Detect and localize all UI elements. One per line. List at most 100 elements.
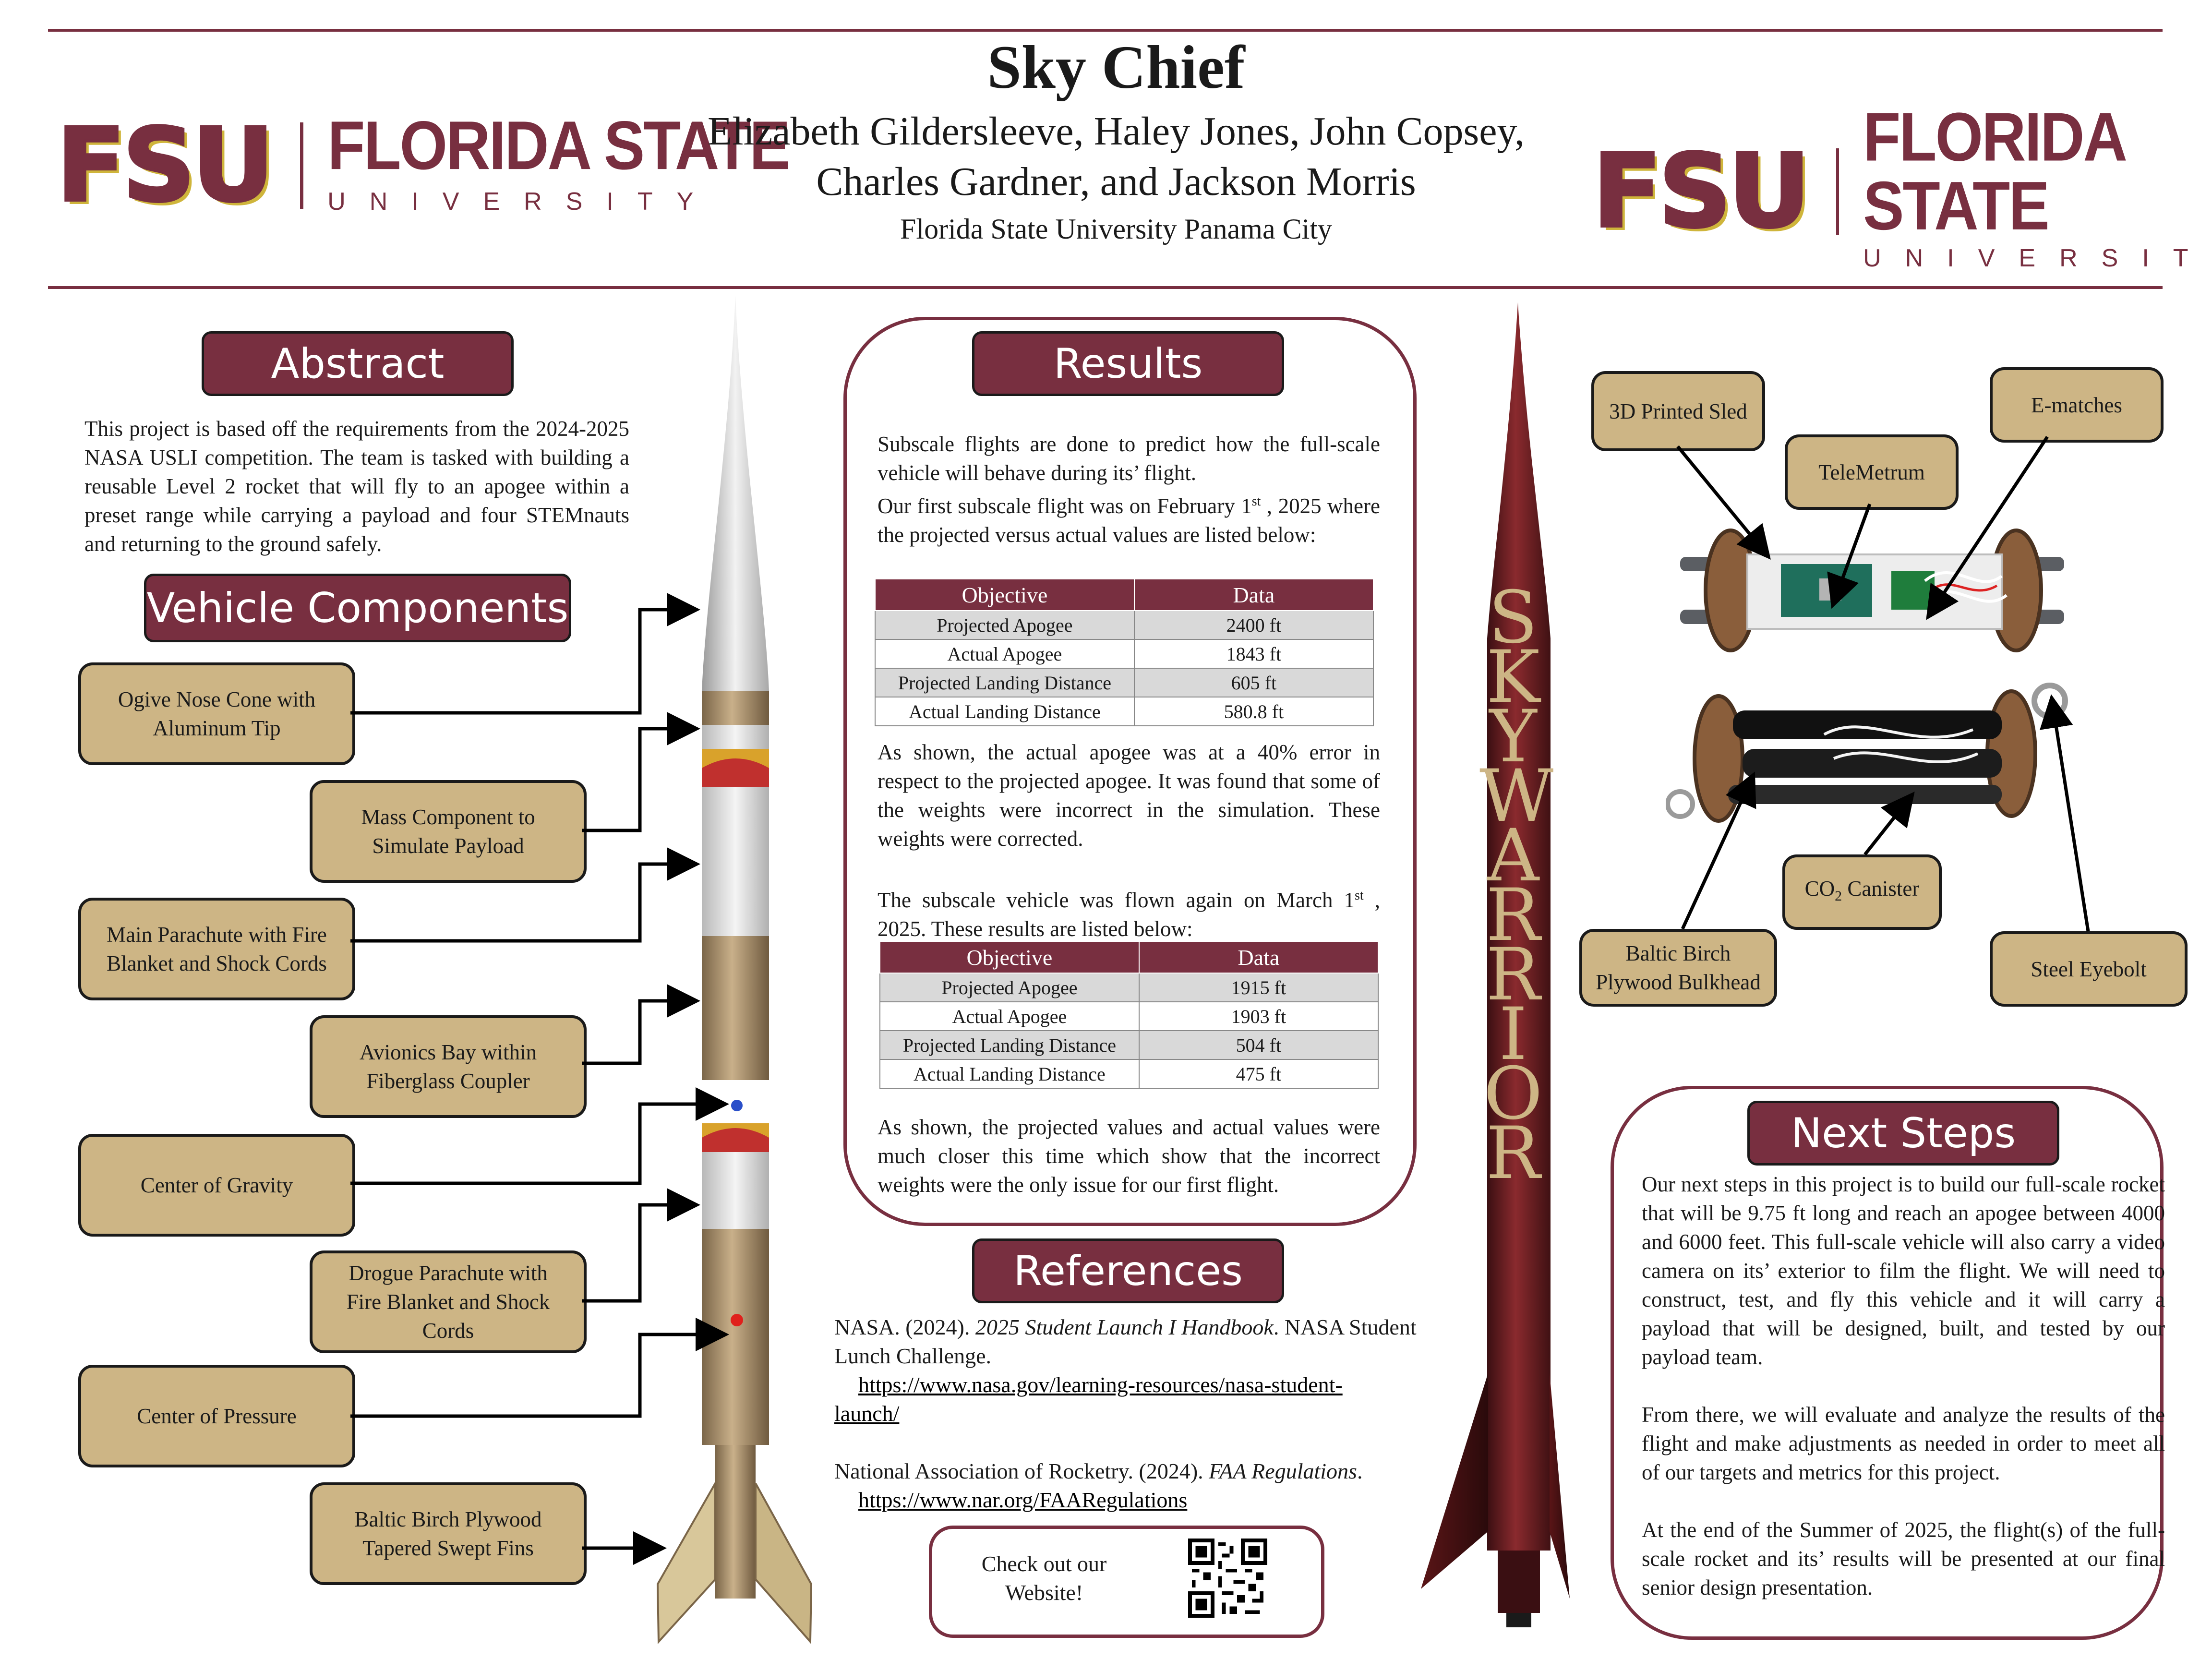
header-bottom-rule <box>48 286 2163 289</box>
ref-title: 2025 Student Launch I Handbook <box>975 1315 1274 1339</box>
table-header-row: Objective Data <box>875 578 1374 611</box>
table-cell: 1903 ft <box>1138 1001 1379 1031</box>
results-p3-sup: st <box>1355 888 1364 903</box>
table-cell: Projected Landing Distance <box>875 668 1135 697</box>
main-parachute-top <box>702 758 769 787</box>
component-center-of-gravity: Center of Gravity <box>78 1134 355 1237</box>
box-line: Fiberglass Coupler <box>366 1069 530 1093</box>
logo-divider <box>1836 148 1839 235</box>
results-p1b-pre: Our first subscale flight was on Februar… <box>878 494 1252 518</box>
co2-text: CO <box>1804 876 1835 901</box>
box-line: Center of Gravity <box>140 1173 293 1197</box>
table-cell: Actual Landing Distance <box>875 697 1135 726</box>
clear-section <box>702 725 769 749</box>
institution: Florida State University Panama City <box>900 213 1332 245</box>
website-text: Check out our Website! <box>941 1550 1147 1607</box>
table-cell: 605 ft <box>1133 668 1374 697</box>
poster-title: Sky Chief <box>987 33 1245 101</box>
table-cell: Actual Apogee <box>875 639 1135 669</box>
abstract-text: This project is based off the requiremen… <box>84 417 629 556</box>
authors: Elizabeth Gildersleeve, Haley Jones, Joh… <box>624 106 1608 207</box>
label-e-matches: E-matches <box>1990 367 2164 443</box>
drogue-parachute-top <box>702 1128 769 1152</box>
reference-nar: National Association of Rocketry. (2024)… <box>834 1457 1420 1515</box>
sky-warrior-rocket <box>1421 302 1570 1627</box>
nar-link[interactable]: https://www.nar.org/FAARegulations <box>858 1488 1188 1512</box>
reference-nasa: NASA. (2024). 2025 Student Launch I Hand… <box>834 1313 1420 1428</box>
results-text-3: The subscale vehicle was flown again on … <box>878 881 1380 943</box>
main-parachute-bay <box>702 787 769 936</box>
box-line: Avionics Bay within <box>359 1040 537 1064</box>
logo-name: FLORIDA STATE <box>327 107 790 184</box>
fin-right <box>755 1483 813 1645</box>
label-co2-canister: CO2 Canister <box>1782 854 1942 930</box>
rocket-body <box>1487 638 1551 1551</box>
box-line: Main Parachute with Fire <box>107 923 327 947</box>
authors-line-2: Charles Gardner, and Jackson Morris <box>816 159 1416 204</box>
fsu-logo-right: FSU FLORIDA STATE UNIVERSITY <box>1591 103 2212 273</box>
vehicle-components-heading: Vehicle Components <box>144 574 571 642</box>
spacer <box>1642 1487 2165 1515</box>
results-text-2: As shown, the actual apogee was at a 40%… <box>878 740 1380 851</box>
sky-warrior-label: SKY WARRIOR <box>1479 576 1554 1195</box>
co2-post: Canister <box>1842 876 1920 901</box>
fsu-mark: FSU <box>1591 132 1812 250</box>
next-steps-p3: At the end of the Summer of 2025, the fl… <box>1642 1518 2165 1599</box>
results-p1a: Subscale flights are done to predict how… <box>878 432 1380 485</box>
rocket-tail <box>1498 1551 1540 1613</box>
qr-code-icon[interactable] <box>1188 1539 1267 1618</box>
nasa-link[interactable]: https://www.nasa.gov/learning-resources/… <box>858 1372 1343 1397</box>
next-steps-p1: Our next steps in this project is to bui… <box>1642 1172 2165 1369</box>
next-steps-panel <box>1611 1086 2164 1640</box>
label-steel-eyebolt: Steel Eyebolt <box>1990 931 2188 1007</box>
box-line: Ogive Nose Cone with <box>118 687 316 711</box>
fsu-mark: FSU <box>55 107 276 224</box>
rocket-nose <box>1487 302 1551 638</box>
motor-mount <box>715 1445 756 1599</box>
nose-cone <box>702 295 769 691</box>
nasa-link-cont[interactable]: launch/ <box>834 1401 900 1426</box>
ref-text: . <box>1357 1459 1363 1483</box>
table-header: Data <box>1133 578 1374 611</box>
results-text-1: Subscale flights are done to predict how… <box>878 430 1380 549</box>
rocket-motor <box>1506 1613 1531 1627</box>
booster-tube <box>702 1229 769 1445</box>
fsu-logo-left: FSU FLORIDA STATE UNIVERSITY <box>55 107 790 224</box>
box-line: Aluminum Tip <box>153 716 281 740</box>
co2-sub: 2 <box>1835 888 1842 904</box>
next-steps-heading: Next Steps <box>1747 1101 2059 1166</box>
next-steps-p2: From there, we will evaluate and analyze… <box>1642 1403 2165 1484</box>
logo-name: FLORIDA STATE <box>1863 98 2125 245</box>
logo-sub: UNIVERSITY <box>1863 244 2212 272</box>
box-line: Drogue Parachute with <box>349 1261 548 1285</box>
label-3d-printed-sled: 3D Printed Sled <box>1591 371 1765 451</box>
table-header: Objective <box>879 941 1140 974</box>
results-text-4: As shown, the projected values and actua… <box>878 1115 1380 1197</box>
website-line-1: Check out our <box>981 1551 1107 1576</box>
abstract-heading: Abstract <box>202 331 514 396</box>
results-heading: Results <box>972 331 1284 396</box>
table-cell: 504 ft <box>1138 1030 1379 1060</box>
website-box[interactable] <box>929 1526 1324 1638</box>
ref-text: National Association of Rocketry. (2024)… <box>834 1459 1209 1483</box>
table-header-row: Objective Data <box>879 941 1379 974</box>
table-cell: Actual Apogee <box>879 1001 1140 1031</box>
ref-text: NASA. (2024). <box>834 1315 975 1339</box>
center-of-pressure-marker <box>731 1314 743 1326</box>
table-cell: Projected Apogee <box>879 973 1140 1002</box>
table-cell: 1843 ft <box>1133 639 1374 669</box>
table-cell: Projected Landing Distance <box>879 1030 1140 1060</box>
